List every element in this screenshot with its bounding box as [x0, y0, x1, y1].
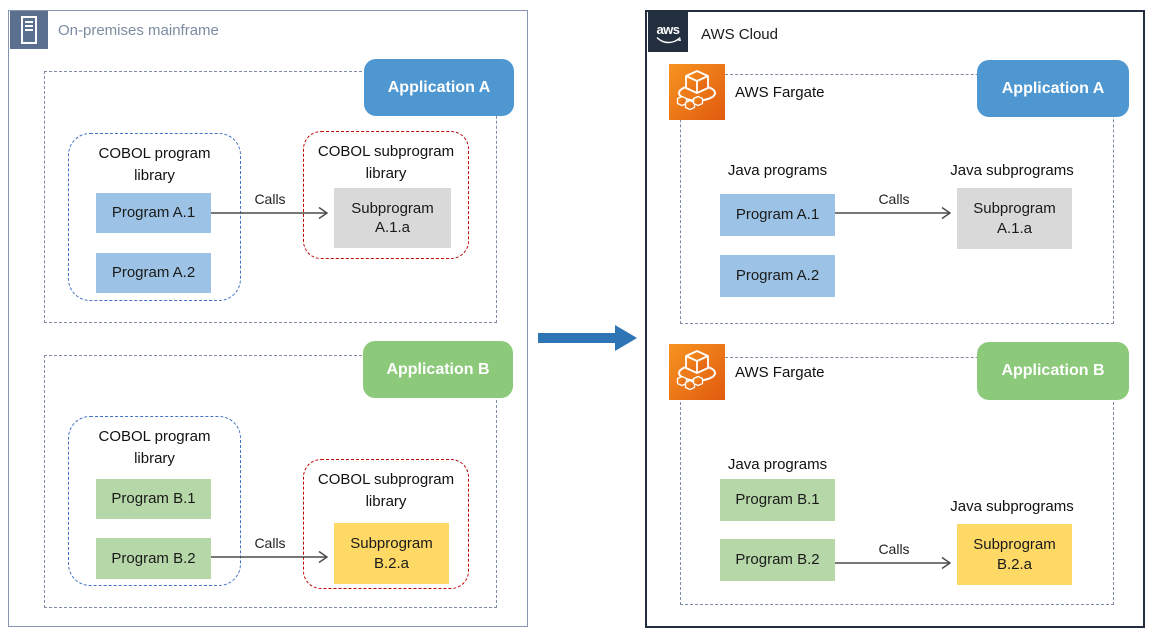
cobol-program-library-a: COBOL program library: [68, 133, 241, 301]
aws-calls-label-b: Calls: [878, 541, 910, 557]
aws-application-a-boundary: [680, 74, 1114, 324]
aws-fargate-icon-b: [669, 344, 725, 400]
cobol-program-library-b: COBOL program library: [68, 416, 241, 586]
program-a2-box: Program A.2: [96, 253, 211, 293]
program-b1-box: Program B.1: [96, 479, 211, 519]
program-b2-box: Program B.2: [96, 538, 211, 579]
subprogram-a1a-box: Subprogram A.1.a: [334, 188, 451, 248]
java-subprogram-a1a-box: Subprogram A.1.a: [957, 188, 1072, 249]
aws-application-b-boundary: [680, 357, 1114, 605]
cobol-subprogram-library-a-title: COBOL subprogram library: [317, 143, 455, 182]
on-premises-mainframe-panel: On-premises mainframe Application A COBO…: [8, 10, 528, 627]
on-premises-title: On-premises mainframe: [58, 22, 219, 39]
aws-logo-text: aws: [656, 21, 680, 37]
cobol-subprogram-library-b-title: COBOL subprogram library: [317, 471, 455, 510]
calls-label-a: Calls: [254, 191, 286, 207]
aws-cloud-panel: aws AWS Cloud: [645, 10, 1145, 628]
application-a-badge: Application A: [364, 59, 514, 116]
aws-calls-label-a: Calls: [878, 191, 910, 207]
application-b-boundary: [44, 355, 497, 608]
java-program-b1-box: Program B.1: [720, 479, 835, 521]
aws-fargate-icon-a: [669, 64, 725, 120]
calls-arrow-a: [211, 206, 329, 220]
aws-fargate-label-a: AWS Fargate: [735, 84, 825, 101]
java-subprograms-label-b: Java subprograms: [950, 498, 1074, 515]
calls-label-b: Calls: [254, 535, 286, 551]
program-a1-box: Program A.1: [96, 193, 211, 233]
subprogram-b2a-box: Subprogram B.2.a: [334, 523, 449, 584]
java-program-b2-box: Program B.2: [720, 539, 835, 581]
cobol-subprogram-library-a: COBOL subprogram library: [303, 131, 469, 259]
aws-fargate-label-b: AWS Fargate: [735, 364, 825, 381]
java-programs-label-a: Java programs: [727, 162, 828, 179]
mainframe-icon: [10, 11, 48, 49]
java-program-a1-box: Program A.1: [720, 194, 835, 236]
aws-calls-arrow-b: [835, 556, 952, 570]
aws-cloud-title: AWS Cloud: [701, 26, 778, 43]
aws-calls-arrow-a: [835, 206, 952, 220]
cobol-program-library-b-title: COBOL program library: [98, 428, 211, 467]
cobol-program-library-a-title: COBOL program library: [98, 145, 211, 184]
aws-application-b-badge: Application B: [977, 342, 1129, 400]
java-subprogram-b2a-box: Subprogram B.2.a: [957, 524, 1072, 585]
java-program-a2-box: Program A.2: [720, 255, 835, 297]
java-programs-label-b: Java programs: [727, 456, 828, 473]
java-subprograms-label-a: Java subprograms: [950, 162, 1074, 179]
cobol-subprogram-library-b: COBOL subprogram library: [303, 459, 469, 589]
application-b-badge: Application B: [363, 341, 513, 398]
aws-logo-icon: aws: [648, 12, 688, 52]
calls-arrow-b: [211, 550, 329, 564]
migration-arrow-icon: [538, 325, 637, 351]
aws-application-a-badge: Application A: [977, 60, 1129, 117]
application-a-boundary: [44, 71, 497, 323]
